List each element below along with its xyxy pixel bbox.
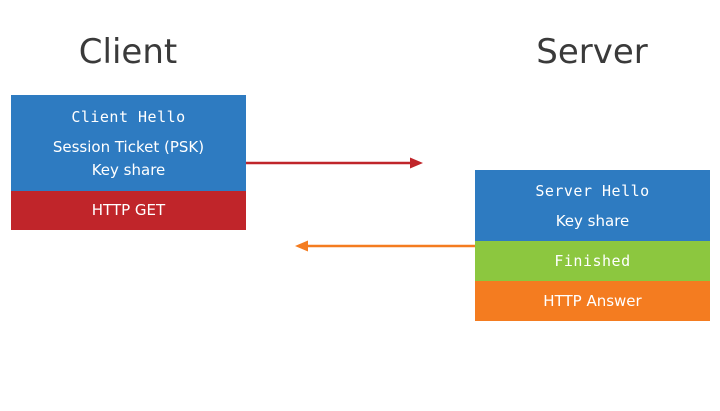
http-answer-label: HTTP Answer — [543, 292, 642, 310]
session-ticket-label: Session Ticket (PSK) — [52, 138, 205, 156]
http-get-label: HTTP GET — [91, 201, 166, 219]
http-answer-block: HTTP Answer — [475, 281, 710, 321]
server-hello-label: Server Hello — [535, 182, 650, 200]
response-arrow — [295, 240, 475, 252]
client-key-share-label: Key share — [91, 161, 166, 179]
client-hello-label: Client Hello — [71, 108, 186, 126]
server-hello-block: Server Hello Key share — [475, 170, 710, 241]
finished-label: Finished — [554, 252, 631, 270]
request-arrow — [246, 157, 423, 169]
http-get-block: HTTP GET — [11, 191, 246, 230]
server-heading: Server — [536, 32, 648, 72]
client-hello-block: Client Hello Session Ticket (PSK) Key sh… — [11, 95, 246, 191]
client-heading: Client — [78, 32, 178, 72]
finished-block: Finished — [475, 241, 710, 281]
server-key-share-label: Key share — [555, 212, 630, 230]
